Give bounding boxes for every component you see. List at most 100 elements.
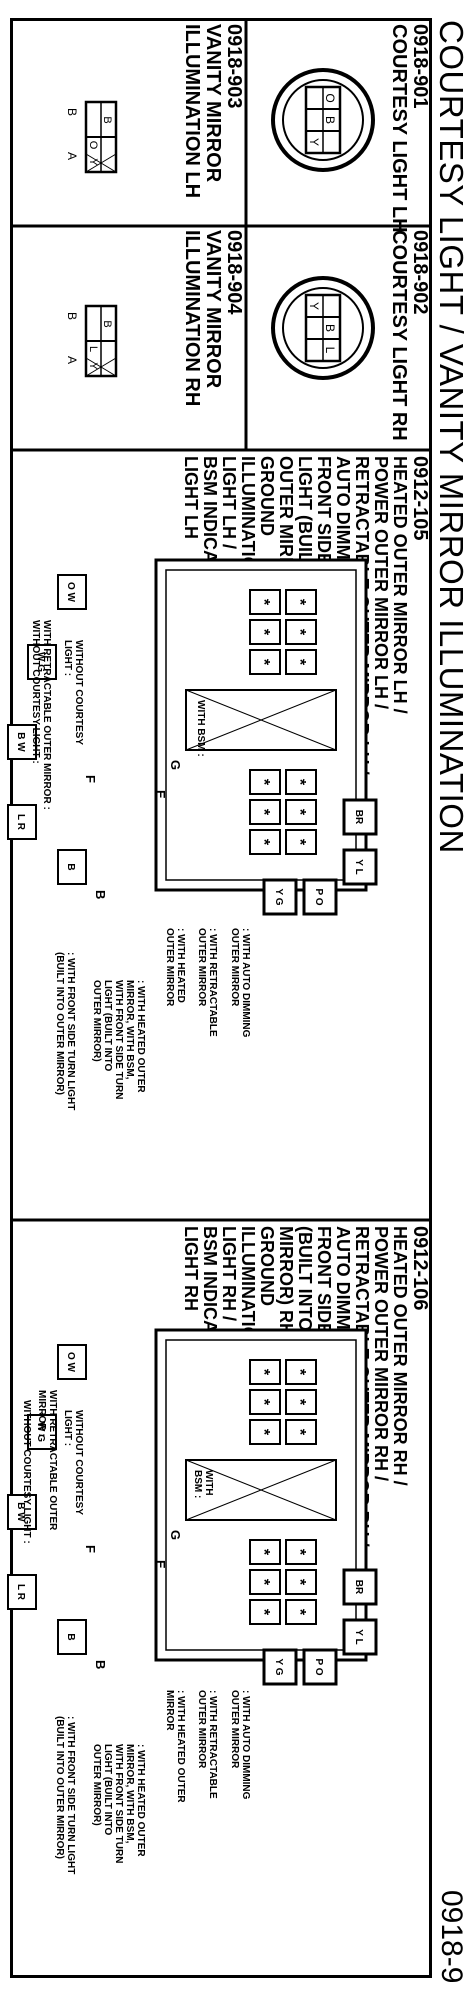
rh-cell-asterisk: * <box>291 1399 308 1406</box>
rh-cell <box>249 1359 281 1385</box>
lh-wire-box-label: B W <box>15 732 26 752</box>
rh-wire-box <box>342 1568 378 1606</box>
rh-cell <box>249 1419 281 1445</box>
terminal-b: B <box>65 108 79 116</box>
lh-cell-asterisk: * <box>255 659 272 666</box>
rh-wire-box-label: L R <box>15 1584 26 1601</box>
rh-cavity-g: G <box>168 1530 183 1540</box>
lh-wire-box-label: W G <box>35 652 46 672</box>
lh-connector-inner <box>165 569 357 881</box>
lh-wire-box-label: Y L <box>353 859 364 874</box>
lh-wire-box <box>302 878 338 916</box>
terminal-b: B <box>65 312 79 320</box>
rh-latch-x <box>185 1459 337 1521</box>
note-with-bsm-rh: WITH BSM : <box>192 1470 214 1499</box>
lh-wire-box-label: Y G <box>273 888 284 905</box>
note-front-side-turn-lh: : WITH FRONT SIDE TURN LIGHT (BUILT INTO… <box>54 952 76 1111</box>
rh-wire-box-label: Y L <box>353 1629 364 1644</box>
pin-b: B <box>101 116 113 123</box>
rh-cell <box>249 1389 281 1415</box>
rh-cavity-e: E <box>153 1560 168 1569</box>
rh-cell <box>249 1569 281 1595</box>
pin-b: B <box>323 116 337 124</box>
lh-cavity-b: B <box>93 890 108 899</box>
note-without-courtesy-lh: WITHOUT COURTESY LIGHT : <box>62 640 84 745</box>
lh-latch-x <box>185 689 337 751</box>
rh-cavity-f: F <box>83 1545 98 1553</box>
lh-cell <box>285 799 317 825</box>
courtesy-light-lh-connector: O B Y <box>271 68 375 172</box>
lh-cell-asterisk: * <box>255 809 272 816</box>
rh-wire-box <box>342 1618 378 1656</box>
note-heated-rh: : WITH HEATED OUTER MIRROR <box>164 1690 186 1803</box>
lh-wire-box <box>27 644 57 680</box>
lh-cavity-g: G <box>168 760 183 770</box>
note-without-courtesy-rh: WITHOUT COURTESY LIGHT : <box>62 1410 84 1515</box>
rh-cell-asterisk: * <box>291 1429 308 1436</box>
note-with-bsm-lh: WITH BSM : <box>195 700 206 757</box>
lh-cell <box>249 619 281 645</box>
rh-cell-asterisk: * <box>255 1579 272 1586</box>
rh-wire-box-label: O W <box>65 1352 76 1373</box>
rh-cell <box>285 1389 317 1415</box>
lh-cell <box>249 799 281 825</box>
rh-cell-asterisk: * <box>255 1609 272 1616</box>
lh-cell-asterisk: * <box>291 809 308 816</box>
rh-cell-asterisk: * <box>291 1579 308 1586</box>
rh-wire-box <box>57 1344 87 1380</box>
rh-wire-box <box>7 1494 37 1530</box>
rh-cavity-b: B <box>93 1660 108 1669</box>
lh-cavity-f: F <box>83 775 98 783</box>
rh-wire-box-label: BR <box>353 1580 364 1595</box>
note-retractable-without-courtesy-lh: WITH RETRACTABLE OUTER MIRROR : WITHOUT … <box>30 620 52 810</box>
lh-cell <box>249 589 281 615</box>
lh-cell-asterisk: * <box>291 779 308 786</box>
rh-wire-box-label: B W <box>15 1502 26 1522</box>
lh-cell <box>249 769 281 795</box>
pin-b: B <box>101 320 113 327</box>
pin-o: O <box>323 93 337 102</box>
terminal-a: A <box>65 356 79 364</box>
lh-wire-box-label: O W <box>65 582 76 603</box>
lh-cell-asterisk: * <box>255 839 272 846</box>
lh-cell-asterisk: * <box>291 629 308 636</box>
lh-cell-asterisk: * <box>291 599 308 606</box>
rh-cell <box>285 1419 317 1445</box>
rh-cell <box>285 1359 317 1385</box>
pin-l: L <box>323 347 337 354</box>
lh-cavity-e: E <box>153 790 168 799</box>
pin-y: Y <box>307 302 321 310</box>
lh-wire-box <box>57 574 87 610</box>
rh-wire-box-label: W G <box>35 1422 46 1442</box>
rh-cell-asterisk: * <box>255 1549 272 1556</box>
note-without-courtesy-2-rh: WITHOUT COURTESY LIGHT : <box>21 1400 32 1544</box>
note-retractable-rh: : WITH RETRACTABLE OUTER MIRROR <box>196 1690 218 1799</box>
note-heated-bsm-lh: : WITH HEATED OUTER MIRROR, WITH BSM, WI… <box>91 980 146 1100</box>
rh-cell <box>249 1599 281 1625</box>
lh-wire-box <box>57 849 87 885</box>
rh-cell <box>285 1599 317 1625</box>
note-retractable-outer-rh: WITH RETRACTABLE OUTER MIRROR : <box>36 1390 58 1531</box>
lh-cell-asterisk: * <box>291 839 308 846</box>
lh-cell <box>285 769 317 795</box>
lh-cell <box>249 649 281 675</box>
note-auto-dimming-rh: : WITH AUTO DIMMING OUTER MIRROR <box>229 1690 251 1800</box>
lh-cell-asterisk: * <box>255 779 272 786</box>
lh-wire-box <box>7 804 37 840</box>
lh-cell <box>249 829 281 855</box>
lh-cell-asterisk: * <box>291 659 308 666</box>
rh-wire-box-label: Y G <box>273 1658 284 1675</box>
note-heated-bsm-rh: : WITH HEATED OUTER MIRROR, WITH BSM, WI… <box>91 1744 146 1864</box>
rh-cell-asterisk: * <box>291 1369 308 1376</box>
lh-cell <box>285 619 317 645</box>
pin-o: O <box>87 141 99 150</box>
terminal-a: A <box>65 152 79 160</box>
lh-cell-asterisk: * <box>255 629 272 636</box>
lh-cell <box>285 589 317 615</box>
lh-cell <box>285 829 317 855</box>
note-retractable-lh: : WITH RETRACTABLE OUTER MIRROR <box>196 928 218 1037</box>
note-front-side-turn-rh: : WITH FRONT SIDE TURN LIGHT (BUILT INTO… <box>54 1716 76 1875</box>
lh-wire-box <box>262 878 298 916</box>
